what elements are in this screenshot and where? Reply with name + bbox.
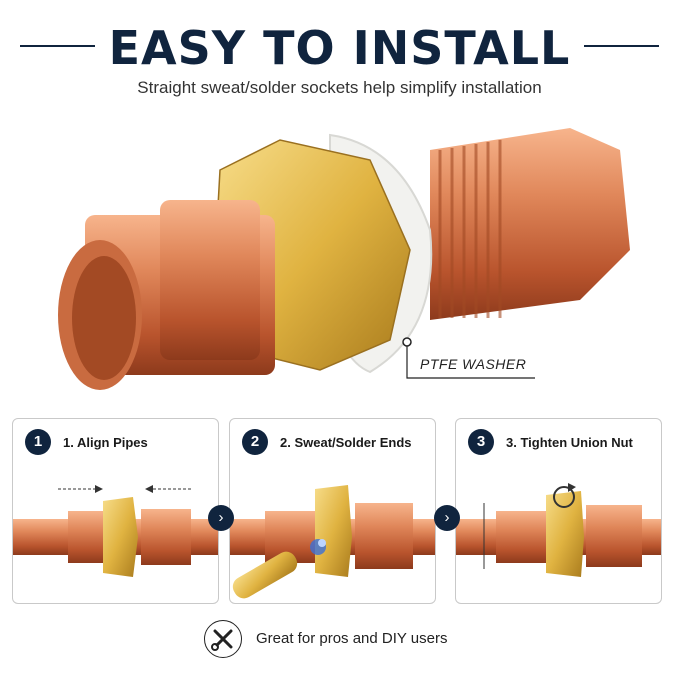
page-title: EASY TO INSTALL <box>108 21 571 75</box>
step-card-align: 1 1. Align Pipes <box>12 418 219 604</box>
tighten-nut-illustration <box>456 483 661 577</box>
step-label: 2. Sweat/Solder Ends <box>280 435 412 450</box>
step-number-badge: 1 <box>25 429 51 455</box>
align-pipes-illustration <box>13 485 218 577</box>
wrench-screwdriver-icon <box>204 620 242 658</box>
chevron-right-icon: › <box>208 505 234 531</box>
title-rule-left <box>20 45 95 47</box>
step-number-badge: 2 <box>242 429 268 455</box>
step-card-solder: 2 2. Sweat/Solder Ends <box>229 418 436 604</box>
step-label: 1. Align Pipes <box>63 435 148 450</box>
step-label: 3. Tighten Union Nut <box>506 435 633 450</box>
union-fitting-illustration <box>58 128 630 390</box>
step-number-badge: 3 <box>468 429 494 455</box>
title-rule-right <box>584 45 659 47</box>
ptfe-washer-callout: PTFE WASHER <box>420 356 527 372</box>
page-subtitle: Straight sweat/solder sockets help simpl… <box>137 78 542 97</box>
footer-tagline: Great for pros and DIY users <box>256 630 448 647</box>
step-card-tighten: 3 3. Tighten Union Nut <box>455 418 662 604</box>
solder-ends-illustration <box>230 485 435 599</box>
chevron-right-icon: › <box>434 505 460 531</box>
